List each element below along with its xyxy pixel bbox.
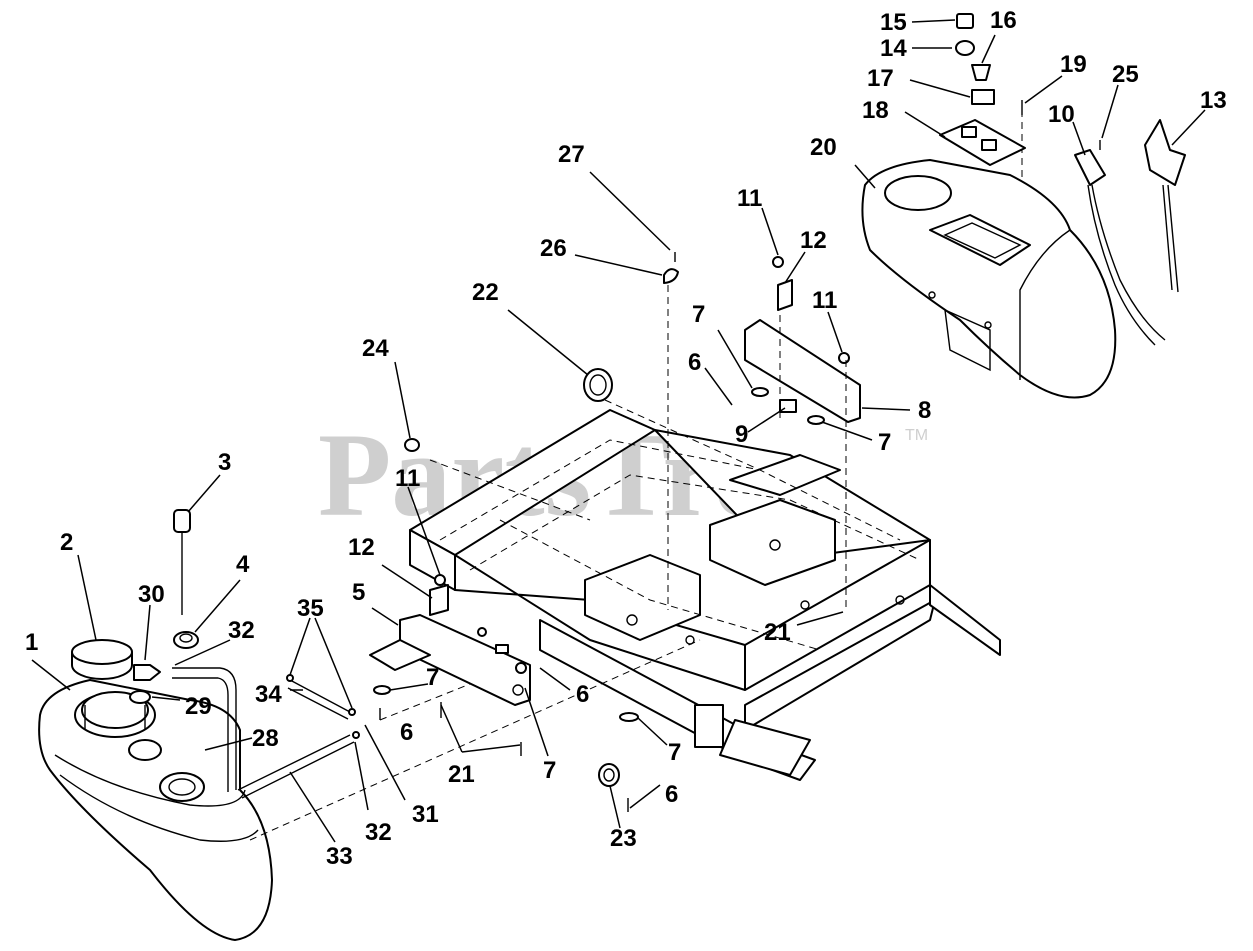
callout-7: 7: [543, 757, 556, 784]
callout-11: 11: [395, 465, 420, 492]
callout-19: 19: [1060, 51, 1087, 78]
left-bracket: [369, 574, 531, 706]
callout-6: 6: [665, 781, 678, 808]
callout-21: 21: [448, 761, 475, 788]
callout-27: 27: [558, 141, 585, 168]
right-fender: [861, 159, 1117, 399]
callout-17: 17: [867, 65, 894, 92]
callout-12: 12: [800, 227, 827, 254]
callout-21: 21: [764, 619, 791, 646]
callout-4: 4: [236, 551, 250, 578]
callout-16: 16: [990, 7, 1017, 34]
callout-32: 32: [228, 617, 255, 644]
left-hardware: [373, 685, 639, 812]
callout-2: 2: [60, 529, 73, 556]
callout-22: 22: [472, 279, 499, 306]
callout-35: 35: [297, 595, 324, 622]
callout-31: 31: [412, 801, 439, 828]
callout-5: 5: [352, 579, 365, 606]
callout-18: 18: [862, 97, 889, 124]
callout-7: 7: [426, 664, 439, 691]
callout-3: 3: [218, 449, 231, 476]
callout-11: 11: [737, 185, 762, 212]
callout-13: 13: [1200, 87, 1227, 114]
callout-6: 6: [400, 719, 413, 746]
fuel-lines: [237, 639, 701, 841]
callout-7: 7: [878, 429, 891, 456]
callout-11: 11: [812, 287, 837, 314]
callout-24: 24: [362, 335, 389, 362]
fuel-cap: [71, 639, 133, 680]
callout-7: 7: [668, 739, 681, 766]
callout-23: 23: [610, 825, 637, 852]
control-panel: [939, 13, 1026, 166]
right-bracket: [744, 256, 861, 425]
control-cables: [1074, 119, 1186, 346]
callout-12: 12: [348, 534, 375, 561]
grommet: [173, 631, 199, 649]
callout-33: 33: [326, 843, 353, 870]
callout-9: 9: [735, 421, 748, 448]
callout-30: 30: [138, 581, 165, 608]
frame-assembly: [409, 409, 1001, 781]
callout-25: 25: [1112, 61, 1139, 88]
callout-1: 1: [25, 629, 38, 656]
callout-14: 14: [880, 35, 907, 62]
fuel-gauge: [173, 509, 191, 615]
callout-6: 6: [688, 349, 701, 376]
callout-labels: 1 2 3 4 5 6 6 6 6 7 7 7 7 7 8 9 10 11 11…: [25, 7, 1227, 870]
callout-8: 8: [918, 397, 931, 424]
seal-plug: [404, 110, 1023, 610]
callout-6: 6: [576, 681, 589, 708]
watermark-trademark: TM: [905, 427, 928, 444]
fuel-fitting: [129, 664, 237, 792]
callout-7: 7: [692, 301, 705, 328]
callout-28: 28: [252, 725, 279, 752]
callout-15: 15: [880, 9, 907, 36]
callout-20: 20: [810, 134, 837, 161]
leader-lines: [31, 19, 1206, 843]
fuel-tank: [38, 679, 273, 941]
callout-29: 29: [185, 693, 212, 720]
callout-26: 26: [540, 235, 567, 262]
callout-32: 32: [365, 819, 392, 846]
callout-34: 34: [255, 681, 282, 708]
callout-10: 10: [1048, 101, 1075, 128]
